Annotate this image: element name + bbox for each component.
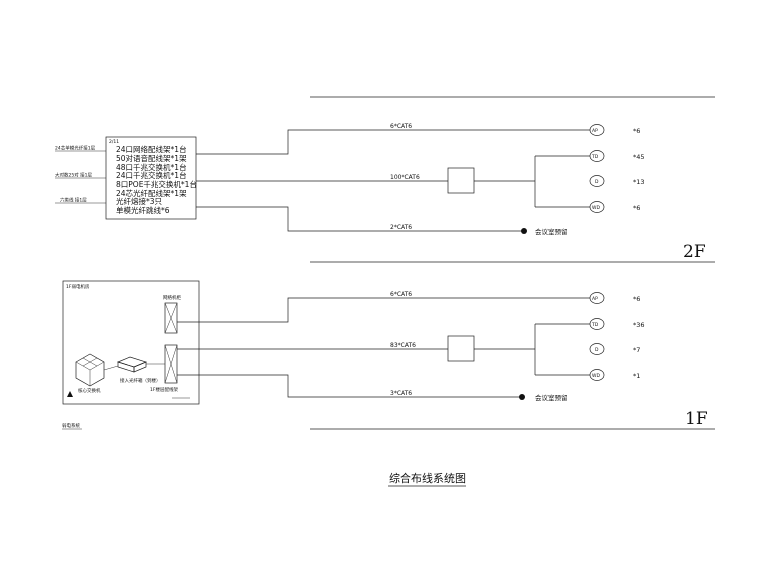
- floor2-ap-cable-label: 6*CAT6: [390, 123, 412, 130]
- floor1-wd-outlet: WD *1: [589, 369, 640, 381]
- floor1-d-outlet: D *7: [589, 343, 640, 355]
- floor2-meeting-dot: [521, 228, 527, 234]
- floor1-td-outlet: TD *36: [589, 318, 645, 330]
- floor1-ap-cable: [177, 297, 590, 323]
- feed-label-1: 24芯单模光纤接1层: [55, 145, 96, 152]
- north-marker-icon: [67, 391, 73, 397]
- distribution-label: 1F楼层配线架: [150, 386, 178, 393]
- diagram-title: 综合布线系统图: [389, 471, 466, 485]
- floor2-wd-outlet: WD *6: [589, 201, 640, 213]
- room-label: 1F弱电机房: [66, 283, 90, 290]
- box-header: 2/11: [109, 139, 119, 145]
- svg-text:TD: TD: [591, 154, 599, 160]
- box-line-8: 单模光纤跳线*6: [116, 205, 170, 215]
- floor1-ap-outlet: AP *6: [589, 292, 640, 304]
- network-rack: [164, 302, 178, 334]
- floor1-consolidation-box: [447, 335, 475, 362]
- box-line-1: 24口网络配线架*1台: [116, 144, 187, 154]
- floor1-meeting-cable-label: 3*CAT6: [390, 390, 412, 397]
- box-line-2: 50对语音配线架*1架: [116, 153, 187, 163]
- floor2-d-outlet: D *13: [589, 175, 645, 187]
- floor1-meeting-cable: [177, 374, 520, 398]
- core-switch-icon: [75, 353, 105, 387]
- floor2-meeting-cable: [196, 206, 522, 232]
- floor1-meeting-dot: [519, 394, 525, 400]
- floor2-ap-outlet: AP *6: [589, 124, 640, 136]
- floor2-meeting-cable-label: 2*CAT6: [390, 224, 412, 231]
- floor2-wd-count: *6: [633, 204, 640, 212]
- floor2-main-cable-label: 100*CAT6: [390, 174, 420, 181]
- floor1-meeting-label: 会议室预留: [535, 393, 568, 402]
- svg-text:AP: AP: [592, 296, 598, 302]
- isp-label: 接入光纤箱（到楼）: [120, 377, 161, 384]
- svg-text:WD: WD: [592, 205, 600, 211]
- floor1-ap-cable-label: 6*CAT6: [390, 291, 412, 298]
- box-line-5: 8口POE千兆交换机*1台: [116, 179, 197, 189]
- svg-text:WD: WD: [592, 373, 600, 379]
- floor-distribution-rack: [164, 344, 178, 384]
- box-line-6: 24芯光纤配线架*1架: [116, 188, 187, 198]
- isp-fiber-box-icon: [116, 356, 148, 373]
- floor2-label: 2F: [683, 242, 706, 262]
- floor1-main-cable-label: 83*CAT6: [390, 342, 416, 349]
- floor1-ap-count: *6: [633, 295, 640, 303]
- floor2-d-count: *13: [633, 178, 645, 186]
- legend-text: 弱电系统: [62, 422, 80, 429]
- floor2-ap-count: *6: [633, 127, 640, 135]
- floor2-td-outlet: TD *45: [589, 150, 645, 162]
- box-line-7: 光纤熔接*3只: [116, 196, 163, 206]
- svg-text:D: D: [595, 179, 599, 185]
- feed-label-2: 大对数25对 接1层: [55, 172, 93, 179]
- floor1-equipment-room: [62, 280, 200, 405]
- feed-label-3: 六类线 接1层: [60, 197, 87, 204]
- floor1-wd-count: *1: [633, 372, 640, 380]
- floor2-td-count: *45: [633, 153, 645, 161]
- svg-text:D: D: [595, 347, 599, 353]
- floor1-d-count: *7: [633, 346, 640, 354]
- box-line-3: 48口千兆交换机*1台: [116, 162, 187, 172]
- floor1-label: 1F: [685, 409, 708, 429]
- box-line-4: 24口千兆交换机*1台: [116, 170, 187, 180]
- rack-label: 网络机柜: [163, 294, 181, 301]
- floor2-meeting-label: 会议室预留: [535, 227, 568, 236]
- core-switch-label: 核心交换机: [78, 387, 101, 394]
- floor2-ap-cable: [196, 129, 590, 155]
- svg-text:TD: TD: [591, 322, 599, 328]
- svg-text:AP: AP: [592, 128, 598, 134]
- floor2-consolidation-box: [447, 167, 475, 194]
- floor2-equipment-box: [105, 136, 197, 220]
- floor1-td-count: *36: [633, 321, 645, 329]
